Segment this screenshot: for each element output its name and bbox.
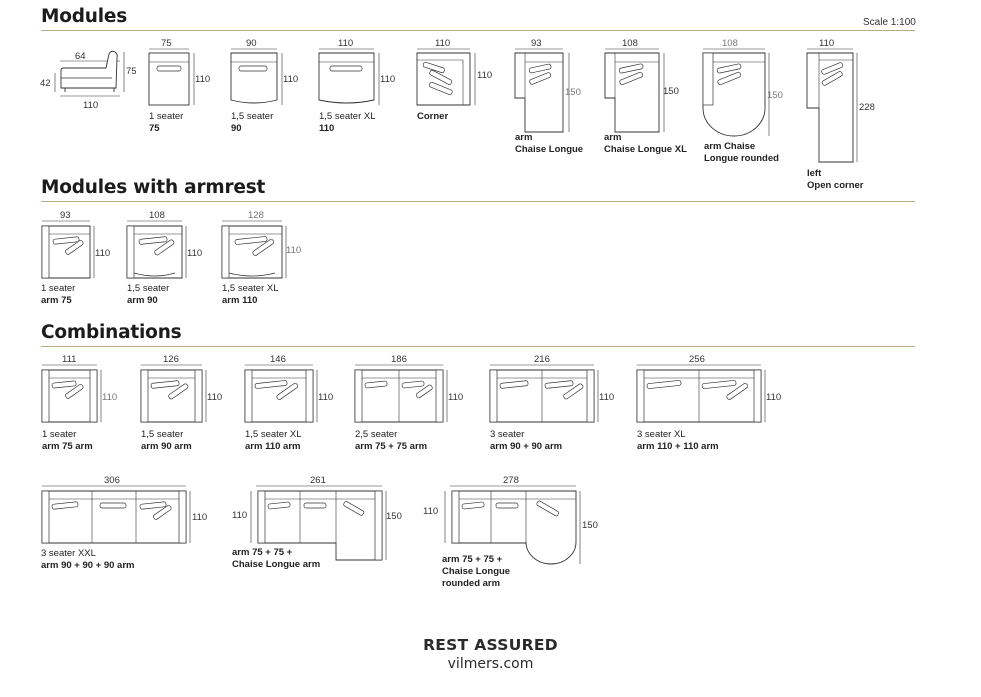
armrest-75-diagram: 93 110 [41, 210, 110, 279]
combo-width: 216 [534, 354, 550, 365]
section-title-combinations: Combinations [41, 322, 182, 343]
module-width: 93 [531, 38, 542, 49]
section-rule-armrest [41, 201, 915, 202]
footer-title: REST ASSURED [423, 636, 558, 654]
section-rule-combinations [41, 346, 915, 347]
module-depth: 110 [283, 74, 298, 85]
module-depth: 110 [95, 248, 110, 259]
armrest-90-diagram: 108 110 [126, 210, 202, 279]
combo-width: 186 [391, 354, 407, 365]
combo-261-diagram: 261 110 150 [232, 475, 402, 561]
combo-width: 146 [270, 354, 286, 365]
combo-depth: 110 [102, 392, 117, 403]
module-width: 93 [60, 210, 71, 221]
module-corner-label: Corner [417, 111, 449, 122]
module-corner-diagram: 110 110 [416, 38, 492, 106]
combo-278-diagram: 278 110 150 [423, 475, 598, 565]
module-width: 75 [161, 38, 172, 49]
module-90-diagram: 90 110 [230, 38, 298, 105]
module-75-diagram: 75 110 [148, 38, 210, 106]
section-title-modules: Modules [41, 6, 128, 27]
combo-width: 256 [689, 354, 705, 365]
combo-306-diagram: 306 110 [41, 475, 207, 544]
combo-depth: 110 [207, 392, 222, 403]
combo-256-diagram: 256 110 [636, 354, 781, 423]
combo-depth2: 150 [386, 511, 402, 522]
module-open-corner-diagram: 110 228 [806, 38, 875, 163]
module-depth: 110 [477, 70, 492, 81]
combo-depth: 110 [448, 392, 463, 403]
combo-width: 306 [104, 475, 120, 486]
module-depth: 110 [195, 74, 210, 85]
combo-width: 278 [503, 475, 519, 486]
module-110-diagram: 110 110 [318, 38, 395, 105]
module-depth: 150 [767, 90, 783, 101]
module-width: 108 [722, 38, 738, 49]
module-chaise-longue-xl-diagram: 108 150 [604, 38, 679, 133]
section-rule-modules [41, 30, 915, 31]
section-title-armrest: Modules with armrest [41, 177, 266, 198]
module-width: 110 [435, 38, 450, 49]
combo-depth: 110 [192, 512, 207, 523]
module-width: 108 [149, 210, 165, 221]
side-view-width: 110 [83, 100, 98, 111]
combo-width: 126 [163, 354, 179, 365]
module-depth: 110 [187, 248, 202, 259]
combo-261-label: arm 75 + 75 +Chaise Longue arm [232, 547, 321, 570]
side-view-seat-height: 42 [40, 78, 51, 89]
module-depth: 150 [565, 87, 581, 98]
side-view-depth: 64 [75, 51, 86, 62]
combo-depth: 110 [599, 392, 614, 403]
combo-depth: 110 [766, 392, 781, 403]
side-view-height: 75 [126, 66, 137, 77]
combo-146-diagram: 146 110 [244, 354, 333, 423]
module-width: 110 [819, 38, 834, 49]
side-view-diagram: 64 75 42 110 [40, 50, 137, 111]
combo-216-diagram: 216 110 [489, 354, 614, 423]
module-width: 128 [248, 210, 264, 221]
module-width: 110 [338, 38, 353, 49]
combo-depth: 110 [423, 506, 438, 517]
module-chaise-longue-diagram: 93 150 [514, 38, 581, 133]
module-chaise-rounded-diagram: 108 150 [702, 38, 783, 137]
combo-111-diagram: 111 110 [41, 354, 117, 423]
module-width: 90 [246, 38, 257, 49]
footer-url[interactable]: vilmers.com [447, 656, 534, 672]
armrest-110-diagram: 128 110 [221, 210, 301, 279]
combo-depth2: 150 [582, 520, 598, 531]
module-depth: 110 [286, 245, 301, 256]
combo-depth: 110 [232, 510, 247, 521]
module-depth: 228 [859, 102, 875, 113]
module-depth: 110 [380, 74, 395, 85]
combo-186-diagram: 186 110 [354, 354, 463, 423]
module-width: 108 [622, 38, 638, 49]
combo-width: 111 [62, 354, 76, 365]
module-depth: 150 [663, 86, 679, 97]
combo-depth: 110 [318, 392, 333, 403]
combo-width: 261 [310, 475, 326, 486]
scale-label: Scale 1:100 [863, 17, 916, 28]
combo-126-diagram: 126 110 [140, 354, 222, 423]
